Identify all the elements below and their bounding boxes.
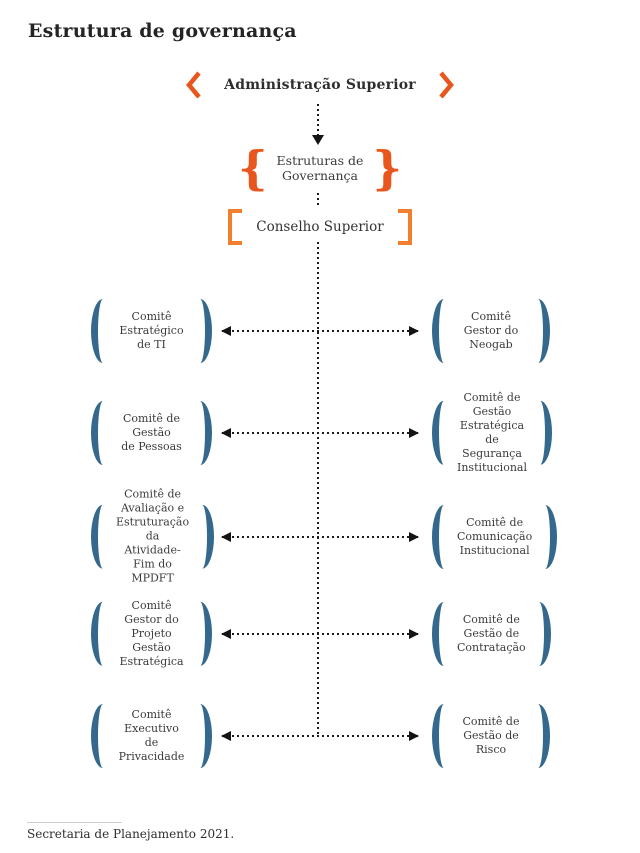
- double-arrow-connector: [221, 428, 419, 438]
- committee-label: Comitê Gestor do Projeto Gestão Estratég…: [119, 598, 184, 669]
- committee-node-left: Comitê de Avaliação e Estruturação da At…: [91, 487, 215, 587]
- open-paren-icon: [91, 704, 115, 768]
- source-caption: Secretaria de Planejamento 2021.: [27, 827, 235, 841]
- open-paren-icon: [91, 401, 115, 465]
- estruturas-governanca-label: Estruturas de Governança: [276, 152, 364, 183]
- committee-label: Comitê de Gestão de Pessoas: [121, 411, 182, 454]
- double-arrow-connector: [221, 629, 419, 639]
- committee-node-left: Comitê Executivo de Privacidade: [91, 704, 212, 768]
- open-paren-icon: [91, 601, 115, 666]
- committee-label: Comitê Estratégico de TI: [119, 309, 184, 352]
- open-brace-icon: {: [237, 141, 268, 195]
- committee-label: Comitê Gestor do Neogab: [463, 309, 519, 352]
- committee-label: Comitê de Gestão de Contratação: [457, 612, 526, 655]
- connector-dotted-line: [317, 193, 319, 208]
- open-paren-icon: [432, 505, 456, 569]
- close-paren-icon: [533, 505, 558, 569]
- close-paren-icon: [190, 504, 215, 569]
- footer-divider: [27, 822, 122, 823]
- page-title: Estrutura de governança: [28, 20, 297, 42]
- conselho-superior-label: Conselho Superior: [256, 219, 384, 235]
- close-paren-icon: [528, 401, 552, 465]
- double-arrow-connector: [221, 532, 419, 542]
- arrow-left-icon: [221, 629, 231, 639]
- admin-superior-node: Administração Superior: [0, 71, 640, 99]
- committee-node-right: Comitê Gestor do Neogab: [432, 299, 550, 363]
- committee-node-right: Comitê de Comunicação Institucional: [432, 505, 558, 569]
- chevron-left-icon: [186, 71, 201, 99]
- admin-superior-label: Administração Superior: [224, 77, 416, 93]
- committee-label: Comitê de Gestão Estratégica de Seguranç…: [457, 390, 527, 475]
- open-paren-icon: [432, 704, 456, 768]
- open-paren-icon: [91, 299, 115, 363]
- committee-node-left: Comitê de Gestão de Pessoas: [91, 401, 212, 465]
- arrow-right-icon: [409, 428, 419, 438]
- open-paren-icon: [432, 602, 456, 666]
- open-bracket-icon: [228, 209, 243, 245]
- arrow-left-icon: [221, 532, 231, 542]
- committee-node-left: Comitê Estratégico de TI: [91, 299, 212, 363]
- committee-node-left: Comitê Gestor do Projeto Gestão Estratég…: [91, 599, 212, 669]
- arrow-left-icon: [221, 428, 231, 438]
- close-paren-icon: [526, 704, 550, 768]
- central-dotted-spine: [317, 242, 319, 737]
- committee-label: Comitê de Avaliação e Estruturação da At…: [116, 487, 190, 586]
- committee-node-right: Comitê de Gestão de Risco: [432, 704, 550, 768]
- committee-label: Comitê de Comunicação Institucional: [457, 515, 533, 558]
- conselho-superior-node: Conselho Superior: [0, 209, 640, 245]
- arrow-left-icon: [221, 731, 231, 741]
- open-paren-icon: [432, 299, 456, 363]
- close-paren-icon: [188, 401, 212, 465]
- double-arrow-connector: [221, 731, 419, 741]
- double-arrow-connector: [221, 326, 419, 336]
- arrow-left-icon: [221, 326, 231, 336]
- close-paren-icon: [527, 602, 551, 666]
- close-bracket-icon: [397, 209, 412, 245]
- close-brace-icon: }: [372, 141, 403, 195]
- close-paren-icon: [526, 299, 550, 363]
- chevron-right-icon: [439, 71, 454, 99]
- committee-label: Comitê de Gestão de Risco: [462, 714, 520, 757]
- close-paren-icon: [188, 299, 212, 363]
- arrow-right-icon: [409, 532, 419, 542]
- open-paren-icon: [91, 504, 115, 569]
- estruturas-governanca-node: { Estruturas de Governança }: [0, 141, 640, 195]
- committee-node-right: Comitê de Gestão de Contratação: [432, 602, 551, 666]
- committee-label: Comitê Executivo de Privacidade: [118, 707, 185, 764]
- arrow-right-icon: [409, 731, 419, 741]
- arrow-right-icon: [409, 326, 419, 336]
- close-paren-icon: [188, 704, 212, 768]
- committee-node-right: Comitê de Gestão Estratégica de Seguranç…: [432, 390, 552, 475]
- open-paren-icon: [432, 401, 456, 465]
- arrow-down-icon: [312, 135, 324, 145]
- close-paren-icon: [188, 601, 212, 666]
- connector-dotted-line: [317, 104, 319, 135]
- arrow-right-icon: [409, 629, 419, 639]
